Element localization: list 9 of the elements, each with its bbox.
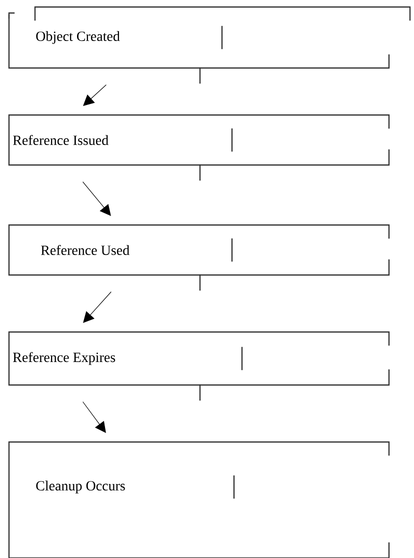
arrow <box>83 292 112 323</box>
process-box: Reference Used <box>8 224 390 291</box>
arrow <box>83 84 106 106</box>
process-box: Cleanup Occurs <box>8 441 390 558</box>
process-box: Object Created <box>8 6 411 84</box>
process-box: Reference Issued <box>8 114 390 181</box>
process-box: Reference Expires <box>8 331 390 401</box>
arrow <box>82 402 106 433</box>
arrow <box>82 182 111 216</box>
